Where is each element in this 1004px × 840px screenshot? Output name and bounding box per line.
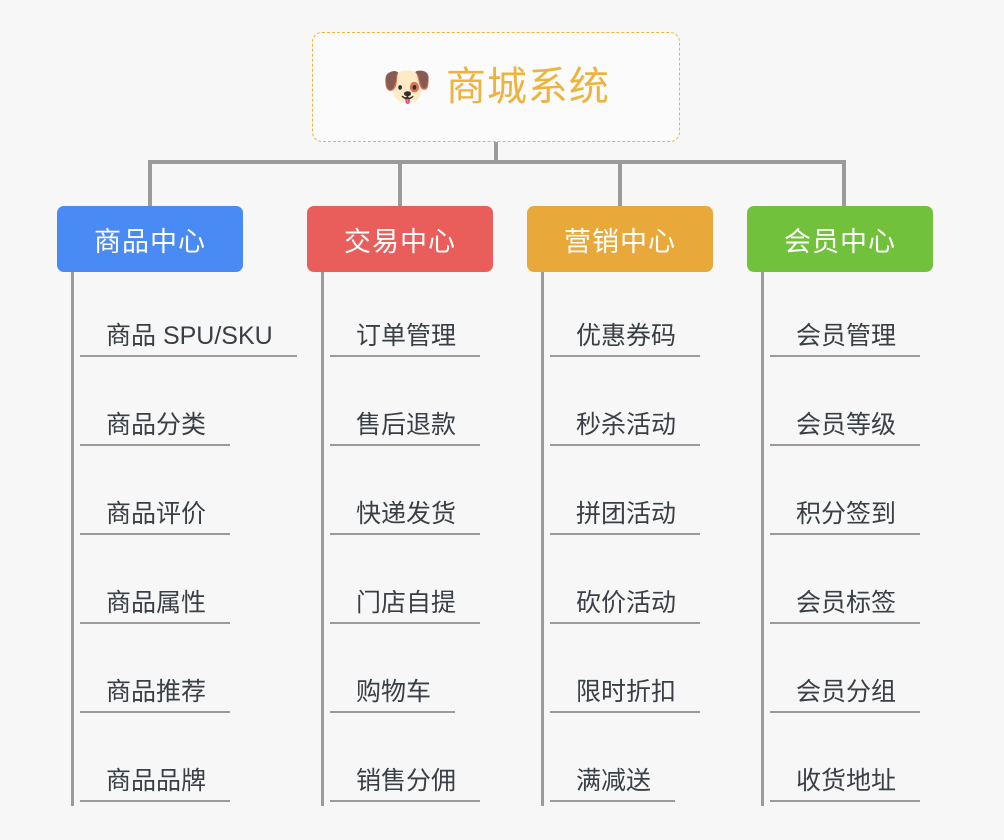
leaf-item[interactable]: 满减送 [544, 717, 727, 806]
leaf-label: 商品品牌 [80, 767, 231, 802]
leaf-label: 商品推荐 [80, 678, 231, 713]
leaf-item[interactable]: 会员管理 [764, 272, 947, 361]
horizontal-bus-connector [148, 160, 846, 164]
leaf-label: 拼团活动 [550, 500, 701, 535]
leaf-label: 优惠券码 [550, 322, 701, 357]
leaf-item[interactable]: 售后退款 [324, 361, 507, 450]
leaf-label: 销售分佣 [330, 767, 481, 802]
category-box-trade-center[interactable]: 交易中心 [307, 206, 493, 272]
root-title: 商城系统 [445, 65, 610, 109]
leaf-label: 会员管理 [770, 322, 921, 357]
leaf-label: 订单管理 [330, 322, 481, 357]
leaf-item[interactable]: 商品品牌 [74, 717, 257, 806]
leaf-item[interactable]: 秒杀活动 [544, 361, 727, 450]
drop-connector-1 [148, 160, 152, 206]
leaf-label: 商品属性 [80, 589, 231, 624]
drop-connector-3 [618, 160, 622, 206]
branch-column-member-center: 会员中心 会员管理 会员等级 积分签到 会员标签 会员分组 收货地址 [747, 206, 947, 806]
leaf-item[interactable]: 优惠券码 [544, 272, 727, 361]
leaf-label: 积分签到 [770, 500, 921, 535]
shiba-dog-icon: 🐶 [382, 65, 432, 109]
leaf-item[interactable]: 商品 SPU/SKU [74, 272, 297, 361]
root-stem-connector [494, 142, 498, 164]
leaf-label: 会员等级 [770, 411, 921, 446]
category-label: 营销中心 [564, 226, 676, 257]
leaf-label: 会员分组 [770, 678, 921, 713]
leaf-item[interactable]: 商品评价 [74, 450, 257, 539]
branch-column-trade-center: 交易中心 订单管理 售后退款 快递发货 门店自提 购物车 销售分佣 [307, 206, 507, 806]
leaf-list-marketing-center: 优惠券码 秒杀活动 拼团活动 砍价活动 限时折扣 满减送 [541, 272, 727, 806]
branch-column-product-center: 商品中心 商品 SPU/SKU 商品分类 商品评价 商品属性 商品推荐 商品品牌 [57, 206, 297, 806]
leaf-label: 商品 SPU/SKU [80, 322, 297, 357]
leaf-list-trade-center: 订单管理 售后退款 快递发货 门店自提 购物车 销售分佣 [321, 272, 507, 806]
category-label: 会员中心 [784, 226, 896, 257]
category-box-product-center[interactable]: 商品中心 [57, 206, 243, 272]
leaf-label: 满减送 [550, 767, 676, 802]
leaf-item[interactable]: 商品推荐 [74, 628, 257, 717]
leaf-item[interactable]: 砍价活动 [544, 539, 727, 628]
leaf-item[interactable]: 会员分组 [764, 628, 947, 717]
leaf-item[interactable]: 门店自提 [324, 539, 507, 628]
leaf-label: 会员标签 [770, 589, 921, 624]
leaf-label: 收货地址 [770, 767, 921, 802]
leaf-list-product-center: 商品 SPU/SKU 商品分类 商品评价 商品属性 商品推荐 商品品牌 [71, 272, 297, 806]
leaf-item[interactable]: 积分签到 [764, 450, 947, 539]
leaf-item[interactable]: 购物车 [324, 628, 507, 717]
category-label: 商品中心 [94, 226, 206, 257]
drop-connector-4 [842, 160, 846, 206]
category-box-member-center[interactable]: 会员中心 [747, 206, 933, 272]
leaf-item[interactable]: 收货地址 [764, 717, 947, 806]
leaf-label: 门店自提 [330, 589, 481, 624]
leaf-item[interactable]: 限时折扣 [544, 628, 727, 717]
category-label: 交易中心 [344, 226, 456, 257]
leaf-item[interactable]: 会员标签 [764, 539, 947, 628]
leaf-item[interactable]: 商品属性 [74, 539, 257, 628]
leaf-list-member-center: 会员管理 会员等级 积分签到 会员标签 会员分组 收货地址 [761, 272, 947, 806]
branch-column-marketing-center: 营销中心 优惠券码 秒杀活动 拼团活动 砍价活动 限时折扣 满减送 [527, 206, 727, 806]
drop-connector-2 [398, 160, 402, 206]
leaf-item[interactable]: 快递发货 [324, 450, 507, 539]
leaf-label: 商品分类 [80, 411, 231, 446]
leaf-item[interactable]: 销售分佣 [324, 717, 507, 806]
leaf-label: 快递发货 [330, 500, 481, 535]
leaf-item[interactable]: 订单管理 [324, 272, 507, 361]
leaf-label: 售后退款 [330, 411, 481, 446]
leaf-label: 秒杀活动 [550, 411, 701, 446]
leaf-item[interactable]: 商品分类 [74, 361, 257, 450]
leaf-item[interactable]: 会员等级 [764, 361, 947, 450]
leaf-label: 限时折扣 [550, 678, 701, 713]
leaf-label: 砍价活动 [550, 589, 701, 624]
leaf-label: 商品评价 [80, 500, 231, 535]
leaf-item[interactable]: 拼团活动 [544, 450, 727, 539]
leaf-label: 购物车 [330, 678, 456, 713]
root-node[interactable]: 🐶 商城系统 [312, 32, 680, 142]
category-box-marketing-center[interactable]: 营销中心 [527, 206, 713, 272]
